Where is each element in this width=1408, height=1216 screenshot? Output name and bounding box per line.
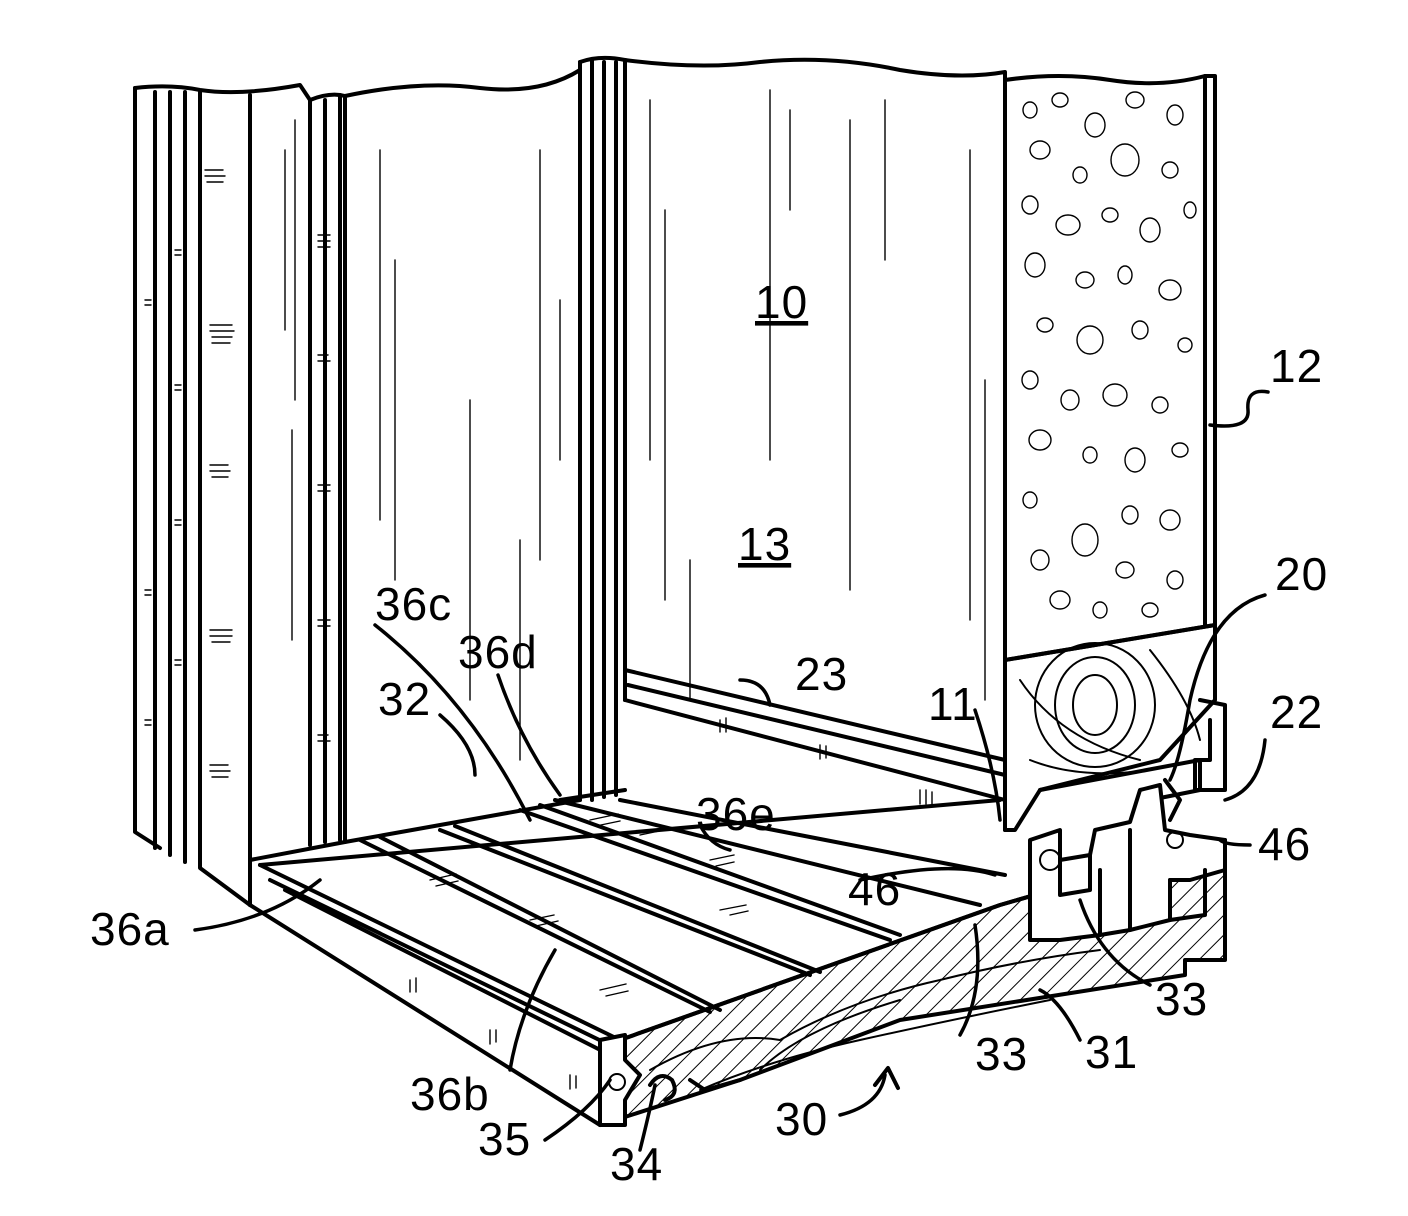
label-46-left: 46 xyxy=(848,863,901,915)
foam-core xyxy=(1005,76,1215,660)
label-10: 10 xyxy=(755,276,808,328)
label-12: 12 xyxy=(1270,340,1323,392)
left-jamb xyxy=(135,85,345,905)
label-31: 31 xyxy=(1085,1026,1138,1078)
leader-12 xyxy=(1210,391,1268,426)
label-36c: 36c xyxy=(375,578,452,630)
jamb-shading-marks xyxy=(145,120,330,777)
wall-panel xyxy=(345,70,580,842)
label-35: 35 xyxy=(478,1113,531,1165)
label-11: 11 xyxy=(928,678,978,730)
label-13: 13 xyxy=(738,518,791,570)
label-36a: 36a xyxy=(90,903,170,955)
label-33-right: 33 xyxy=(1155,973,1208,1025)
label-22: 22 xyxy=(1270,686,1323,738)
leader-36b xyxy=(510,950,555,1070)
label-36d: 36d xyxy=(458,626,538,678)
label-36e: 36e xyxy=(696,788,776,840)
center-stile xyxy=(580,58,625,800)
label-32: 32 xyxy=(378,673,431,725)
label-30: 30 xyxy=(775,1093,828,1145)
leader-36a xyxy=(195,880,320,930)
label-20: 20 xyxy=(1275,548,1328,600)
label-23: 23 xyxy=(795,648,848,700)
label-33-left: 33 xyxy=(975,1028,1028,1080)
label-46-right: 46 xyxy=(1258,818,1311,870)
label-34: 34 xyxy=(610,1138,663,1190)
leader-22 xyxy=(1225,740,1265,800)
arrow-30 xyxy=(875,1068,898,1088)
